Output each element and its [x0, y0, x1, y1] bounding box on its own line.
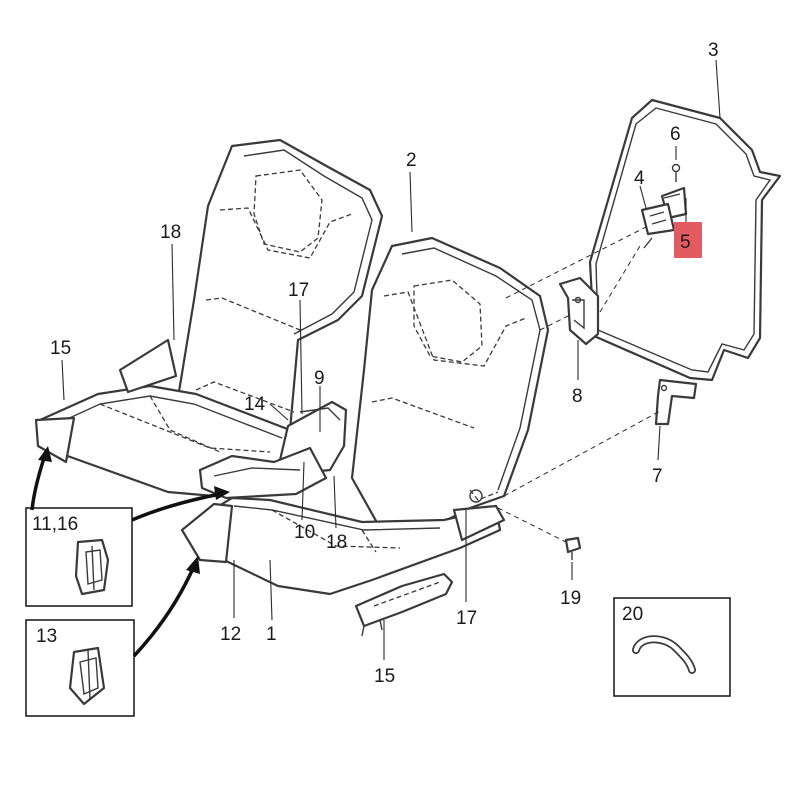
callout-13: 13 — [36, 626, 57, 647]
callout-17-right: 17 — [456, 608, 477, 629]
bolt-19 — [564, 536, 582, 560]
center-armrest — [198, 400, 348, 500]
callout-15-bottom: 15 — [374, 666, 395, 687]
callout-19: 19 — [560, 588, 581, 609]
callout-18-left: 18 — [160, 222, 181, 243]
callout-labels: 1 2 3 4 5 6 7 8 9 10 11,16 12 13 14 15 1… — [32, 40, 719, 687]
right-seat — [180, 236, 550, 637]
callout-8: 8 — [572, 386, 583, 407]
callout-10: 10 — [294, 522, 315, 543]
callout-7: 7 — [652, 466, 663, 487]
callout-3: 3 — [708, 40, 719, 61]
callout-9: 9 — [314, 368, 325, 389]
callout-20: 20 — [622, 604, 643, 625]
callout-2: 2 — [406, 150, 417, 171]
inset-box-20 — [613, 597, 731, 697]
callout-12: 12 — [220, 624, 241, 645]
highlight-box — [674, 222, 702, 258]
inset-box-13 — [25, 619, 135, 717]
hinge-bracket — [640, 163, 688, 249]
callout-11-16: 11,16 — [32, 514, 78, 535]
callout-4: 4 — [634, 168, 645, 189]
bracket-7 — [654, 378, 698, 426]
callout-15-left: 15 — [50, 338, 71, 359]
callout-18-bottom: 18 — [326, 532, 347, 553]
leader-lines — [61, 59, 721, 660]
callout-6: 6 — [670, 124, 681, 145]
inset-arrows — [30, 446, 230, 658]
callout-1: 1 — [266, 624, 277, 645]
dashed-alignment-lines — [497, 225, 663, 543]
callout-5: 5 — [680, 232, 691, 253]
callout-14: 14 — [244, 394, 266, 415]
callout-17-left: 17 — [288, 280, 309, 301]
inset-box-11-16 — [25, 507, 133, 607]
bracket-8 — [558, 276, 600, 346]
